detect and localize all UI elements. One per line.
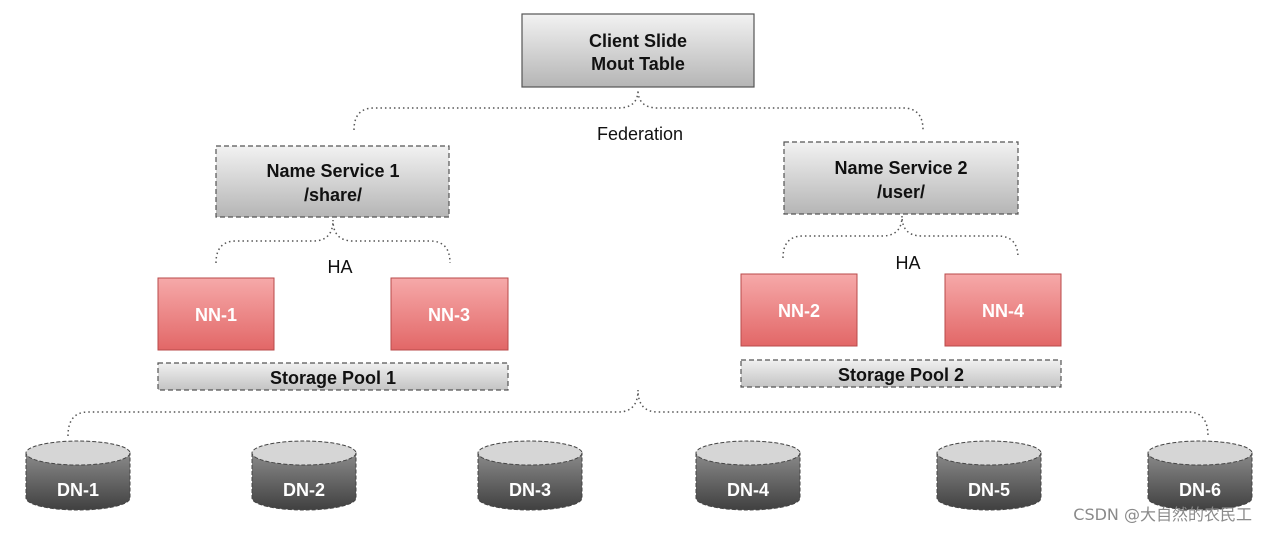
csdn-watermark: CSDN @大自然的农民工 (1073, 505, 1252, 524)
datanode-dn-4-label: DN-4 (727, 480, 769, 500)
datanode-dn-2: DN-2 (251, 440, 357, 511)
namenode-nn-3-label: NN-3 (428, 305, 470, 325)
ha-label-1: HA (327, 257, 352, 277)
root-title-line2: Mout Table (591, 54, 685, 74)
namenode-nn-2-label: NN-2 (778, 301, 820, 321)
datanode-dn-6: DN-6 (1147, 440, 1253, 511)
datanode-dn-4: DN-4 (695, 440, 801, 511)
datanode-dn-5-label: DN-5 (968, 480, 1010, 500)
datanode-dn-1: DN-1 (25, 440, 131, 511)
namenode-nn-1: NN-1 (157, 277, 275, 351)
connectors (67, 89, 1209, 437)
name-service-1-box: Name Service 1 /share/ (215, 145, 450, 218)
namenode-nn-1-label: NN-1 (195, 305, 237, 325)
datanode-dn-2-label: DN-2 (283, 480, 325, 500)
name-service-2-path: /user/ (877, 182, 925, 202)
namenode-nn-3: NN-3 (390, 277, 509, 351)
name-service-2-box: Name Service 2 /user/ (783, 141, 1019, 215)
storage-pool-2-label: Storage Pool 2 (838, 365, 964, 385)
name-service-2-title: Name Service 2 (834, 158, 967, 178)
client-mount-table-box: Client Slide Mout Table (521, 13, 755, 88)
datanode-dn-3: DN-3 (477, 440, 583, 511)
datanode-dn-3-label: DN-3 (509, 480, 551, 500)
ha-label-2: HA (895, 253, 920, 273)
namenode-nn-4-label: NN-4 (982, 301, 1024, 321)
datanode-dn-5: DN-5 (936, 440, 1042, 511)
datanode-brace (67, 389, 1209, 437)
federation-label: Federation (597, 124, 683, 144)
ha-brace-2 (782, 215, 1019, 259)
datanode-dn-6-label: DN-6 (1179, 480, 1221, 500)
storage-pool-1-label: Storage Pool 1 (270, 368, 396, 388)
name-service-1-path: /share/ (304, 185, 362, 205)
namenode-nn-4: NN-4 (944, 273, 1062, 347)
storage-pool-1: Storage Pool 1 (157, 362, 509, 391)
storage-pool-2: Storage Pool 2 (740, 359, 1062, 388)
datanode-dn-1-label: DN-1 (57, 480, 99, 500)
namenode-nn-2: NN-2 (740, 273, 858, 347)
root-title-line1: Client Slide (589, 31, 687, 51)
name-service-1-title: Name Service 1 (266, 161, 399, 181)
